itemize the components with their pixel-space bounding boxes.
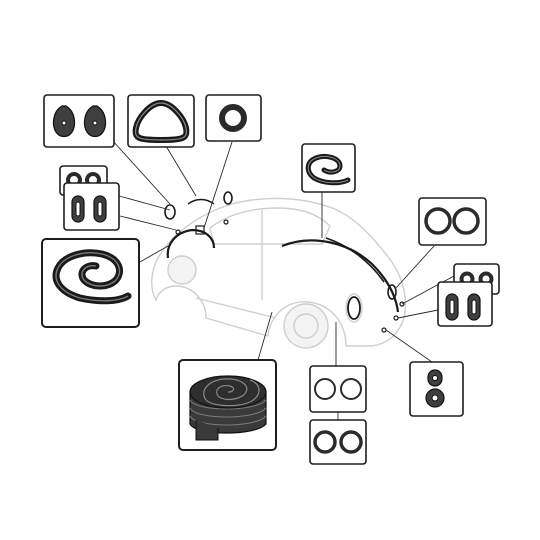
taillight-seal-hole <box>92 120 98 126</box>
callout-box <box>127 94 195 148</box>
oval-grommet-hole <box>97 201 103 217</box>
callout-front-fender-beading <box>301 143 356 193</box>
thick-ring-icon <box>339 430 363 454</box>
stacked-grommet-hole <box>432 375 438 381</box>
front-fender-seal-line <box>281 239 400 313</box>
callout-rear-window-seal <box>127 94 195 148</box>
car-silhouette <box>151 197 407 349</box>
car-body-outline <box>151 197 407 347</box>
leader-front-oval-grommets <box>397 309 439 319</box>
thick-ring-icon <box>313 430 337 454</box>
seal-highlights <box>164 191 405 333</box>
leader-front-small-grommets <box>401 275 455 305</box>
leader-taillight <box>111 139 171 205</box>
thin-ring-icon <box>314 378 336 400</box>
headlight-ghost <box>345 293 363 323</box>
hood-seal-line <box>325 237 385 283</box>
callout-horn-grille-grommets <box>409 361 464 417</box>
license-plate-seal <box>195 225 205 235</box>
coiled-stack-spiral <box>203 378 260 407</box>
leader-lines <box>111 139 455 420</box>
small-grommet-e <box>399 301 405 307</box>
headlight-seal <box>347 296 361 320</box>
coiled-strip-highlight <box>307 155 349 184</box>
callout-rear-fender-beading <box>41 238 140 328</box>
front-hubcap <box>293 313 319 339</box>
rear-window-seal-line <box>187 198 215 205</box>
oval-grommet-hole <box>449 299 455 315</box>
callout-front-oval-grommets <box>437 281 493 327</box>
leader-oval-grommets <box>119 215 177 231</box>
leader-headlight-rings <box>395 245 435 289</box>
callout-box <box>309 419 367 465</box>
thin-ring-icon <box>452 207 480 235</box>
coiled-stack-layers <box>189 399 267 426</box>
oval-grommet-hole <box>471 299 477 315</box>
rear-wheel <box>167 255 197 285</box>
small-grommet-b <box>223 219 229 225</box>
leader-running-board <box>257 311 273 361</box>
leader-round-grommet <box>203 141 233 229</box>
leader-small-grommets <box>111 193 171 211</box>
rear-taillight-seal-right <box>223 191 233 205</box>
taillight-seal-hole <box>61 120 67 126</box>
callout-turn-signal-ring-seals-thick <box>309 419 367 465</box>
leader-rear-window <box>165 145 197 197</box>
thin-ring-icon <box>340 378 362 400</box>
front-signal-seal <box>387 284 397 300</box>
rear-fender-seal-line <box>166 228 216 259</box>
callout-turn-signal-ring-seals <box>309 365 367 413</box>
car-window-outline <box>209 207 331 245</box>
small-grommet-a <box>175 229 181 235</box>
coiled-stack-notch <box>195 420 219 441</box>
callout-oval-grommets <box>63 182 120 231</box>
rounded-triangle-seal-inner <box>134 102 188 141</box>
callout-taillight-lens-seals <box>43 94 115 148</box>
callout-running-board-matting <box>178 359 277 451</box>
thin-ring-icon <box>424 207 452 235</box>
front-wheel <box>283 303 329 349</box>
leader-horn-grommets <box>385 329 433 363</box>
small-grommet-c <box>393 315 399 321</box>
thick-ring-icon <box>219 104 247 132</box>
coiled-strip-highlight <box>55 252 129 302</box>
callout-box <box>205 94 262 142</box>
small-grommet-d <box>381 327 387 333</box>
oval-grommet-hole <box>75 201 81 217</box>
callout-round-grommet <box>205 94 262 142</box>
leader-rear-beading <box>139 245 169 263</box>
stacked-grommet-base-hole <box>431 394 439 402</box>
rear-taillight-seal-left <box>164 204 176 220</box>
callout-headlight-ring-seals <box>418 197 487 246</box>
callout-box <box>309 365 367 413</box>
car-running-board <box>195 297 277 319</box>
